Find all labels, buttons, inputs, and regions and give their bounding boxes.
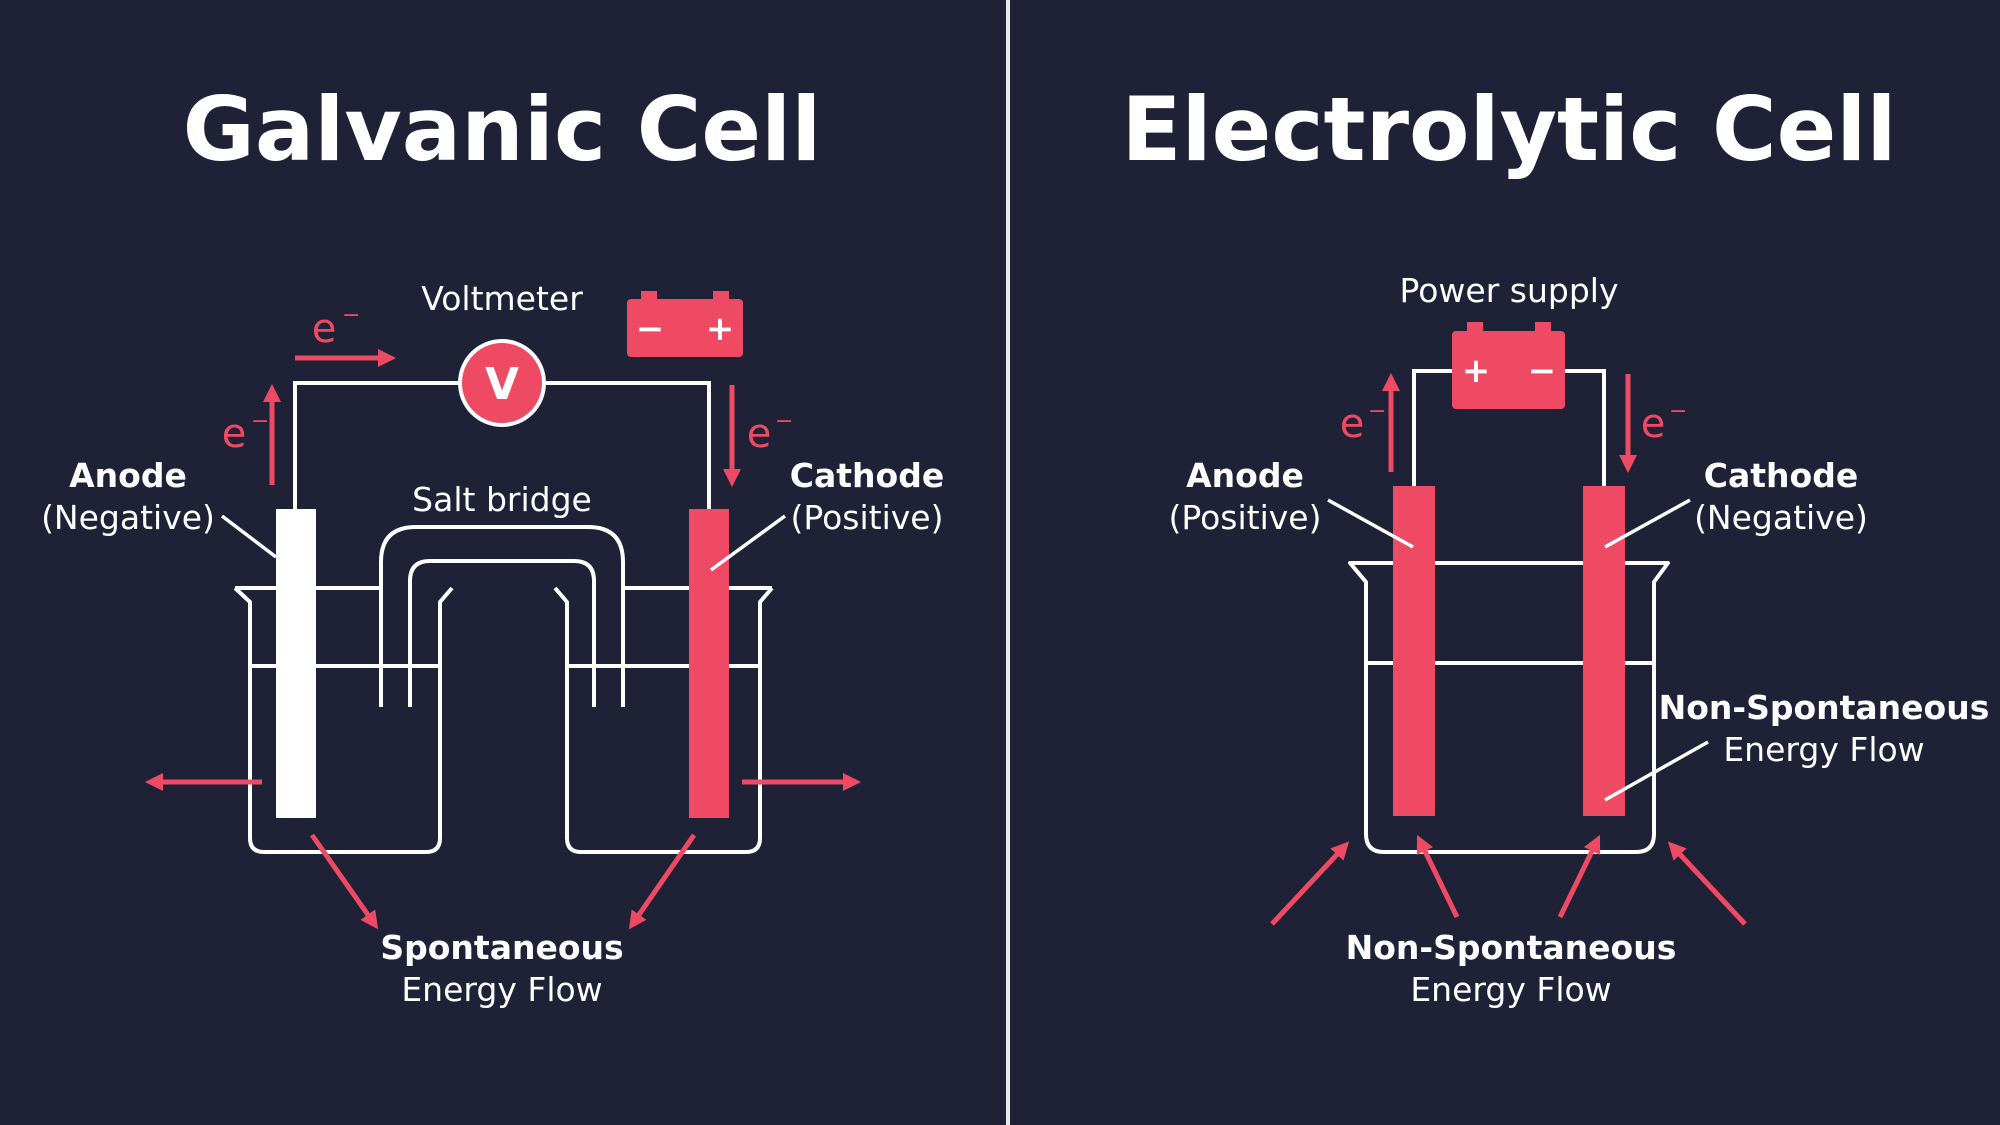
electrolytic-panel: Electrolytic Cell Power supply + − e − e… (1121, 78, 1989, 1009)
galvanic-panel: Galvanic Cell V Voltmeter − + e − e − (41, 78, 944, 1009)
galvanic-battery-icon: − + (627, 291, 743, 357)
electrolytic-beaker (1348, 561, 1670, 854)
salt-bridge-label: Salt bridge (412, 480, 592, 519)
electrolytic-cathode-pointer (1604, 498, 1691, 549)
electrolytic-anode-name: Anode (1186, 456, 1304, 495)
power-supply-label: Power supply (1400, 271, 1619, 310)
electrolytic-energy-line2: Energy Flow (1410, 970, 1611, 1009)
galvanic-anode-charge: (Negative) (41, 498, 215, 537)
electrolytic-wire-right (1565, 369, 1606, 487)
voltmeter-symbol: V (485, 359, 519, 410)
galvanic-cathode-pointer (709, 514, 787, 572)
voltmeter-dial (458, 339, 546, 427)
electrolytic-title: Electrolytic Cell (1121, 78, 1896, 181)
electrolytic-side-energy-line1: Non-Spontaneous (1659, 688, 1990, 727)
galvanic-battery-right-sign: + (706, 309, 735, 349)
svg-text:−: − (342, 303, 360, 328)
galvanic-left-beaker (233, 586, 454, 854)
electrolytic-anode-electrode (1393, 486, 1435, 816)
voltmeter-label: Voltmeter (421, 279, 583, 318)
galvanic-title: Galvanic Cell (183, 78, 822, 181)
svg-text:−: − (1368, 399, 1386, 424)
voltmeter: V (458, 339, 546, 427)
galvanic-electron-arrow-top: e − (295, 303, 396, 367)
electrolytic-energy-arrow-1 (1270, 841, 1350, 926)
svg-text:−: − (251, 409, 269, 434)
electrolytic-wire-left (1412, 369, 1452, 487)
electrolytic-cathode-electrode (1583, 486, 1625, 816)
galvanic-wire-right (543, 381, 711, 510)
electrolytic-energy-arrow-2 (1416, 834, 1460, 919)
electrolytic-energy-line1: Non-Spontaneous (1346, 928, 1677, 967)
galvanic-energy-arrow-bottom-left (309, 833, 379, 930)
electrolytic-anode-charge: (Positive) (1169, 498, 1322, 537)
power-supply-right-sign: − (1528, 351, 1557, 391)
galvanic-cathode-charge: (Positive) (791, 498, 944, 537)
electrolytic-side-energy-line2: Energy Flow (1723, 730, 1924, 769)
electrolytic-energy-arrow-4 (1667, 841, 1747, 926)
galvanic-energy-arrow-bottom-right (628, 833, 697, 930)
galvanic-energy-line2: Energy Flow (401, 970, 602, 1009)
electrolytic-cathode-name: Cathode (1704, 456, 1858, 495)
galvanic-anode-pointer (220, 514, 278, 559)
svg-text:e: e (312, 306, 337, 352)
salt-bridge (379, 525, 625, 707)
galvanic-anode-electrode (276, 509, 316, 818)
power-supply-battery-icon: + − (1452, 322, 1565, 409)
svg-text:−: − (775, 409, 793, 434)
galvanic-cathode-electrode (689, 509, 729, 818)
galvanic-electron-arrow-anode: e − (222, 384, 281, 485)
svg-text:e: e (1340, 401, 1365, 447)
galvanic-energy-line1: Spontaneous (380, 928, 623, 967)
electrolytic-electron-arrow-anode: e − (1340, 373, 1400, 472)
galvanic-anode-name: Anode (69, 456, 187, 495)
galvanic-right-beaker (553, 586, 774, 854)
svg-text:e: e (747, 411, 772, 457)
galvanic-electron-arrow-cathode: e − (723, 385, 793, 487)
svg-text:e: e (222, 411, 247, 457)
electrolytic-anode-pointer (1327, 498, 1414, 549)
galvanic-battery-left-sign: − (636, 309, 665, 349)
galvanic-wire-left (293, 381, 462, 510)
electrolytic-energy-arrow-3 (1557, 834, 1601, 919)
electrolytic-cathode-charge: (Negative) (1694, 498, 1868, 537)
electrolytic-side-energy-pointer (1604, 740, 1709, 802)
svg-text:e: e (1641, 401, 1666, 447)
svg-text:−: − (1669, 399, 1687, 424)
electrolytic-electron-arrow-cathode: e − (1619, 374, 1687, 473)
galvanic-cathode-name: Cathode (790, 456, 944, 495)
power-supply-left-sign: + (1462, 351, 1491, 391)
